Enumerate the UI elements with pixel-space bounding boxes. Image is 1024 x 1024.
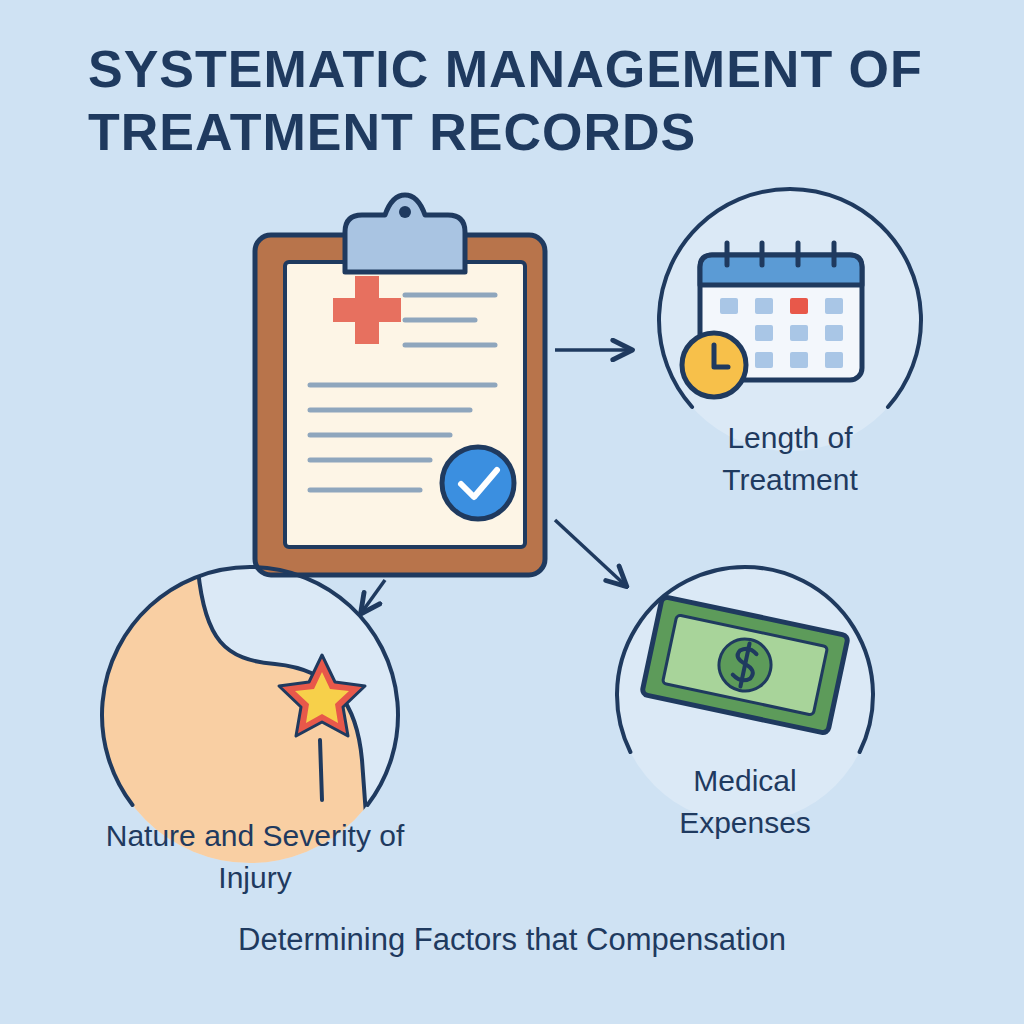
clock-icon xyxy=(682,333,746,397)
clipboard-icon xyxy=(255,195,545,575)
circle-outline xyxy=(659,189,921,407)
money-icon xyxy=(642,596,849,733)
node-label: Length of Treatment xyxy=(660,417,920,501)
node-label: Nature and Severity of Injury xyxy=(100,815,410,899)
icon-circle: Length of Treatment xyxy=(650,185,930,505)
circle-fill xyxy=(659,189,921,451)
circle-outline xyxy=(617,567,873,752)
icon-circle: Nature and Severity of Injury xyxy=(95,560,415,900)
icon-circle: Medical Expenses xyxy=(610,560,880,860)
pointer-arrow xyxy=(362,350,630,612)
circle-outline xyxy=(102,567,398,805)
circle-outline xyxy=(650,185,930,505)
diagram-title: SYSTEMATIC MANAGEMENT OF TREATMENT RECOR… xyxy=(88,38,938,165)
diagram-caption: Determining Factors that Compensation xyxy=(0,922,1024,958)
node-label: Medical Expenses xyxy=(635,760,855,844)
